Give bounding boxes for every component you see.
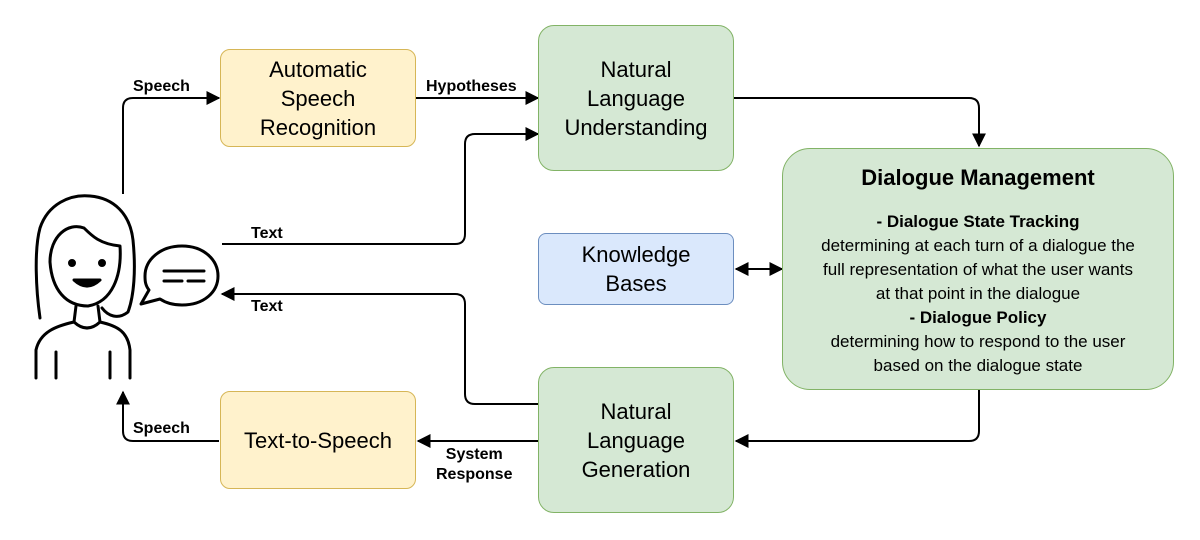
dialogue-management-title: Dialogue Management [861, 165, 1095, 190]
nlu-box: Natural Language Understanding [538, 25, 734, 171]
woman-user-icon [34, 194, 136, 380]
knowledge-bases-box: Knowledge Bases [538, 233, 734, 305]
knowledge-bases-label: Knowledge Bases [581, 242, 691, 296]
tts-label: Text-to-Speech [244, 427, 392, 453]
edge-user-to-asr [122, 91, 221, 194]
asr-label: Automatic Speech Recognition [259, 56, 377, 140]
edge-nlu-to-dm [734, 97, 986, 148]
state-tracking-heading: - Dialogue State Tracking [876, 212, 1080, 231]
edge-label-speech-in: Speech [133, 78, 190, 95]
policy-line: determining how to respond to the user [830, 332, 1126, 351]
dialogue-management-box: Dialogue Management - Dialogue State Tra… [782, 148, 1174, 390]
edge-label-speech-out: Speech [133, 420, 190, 437]
policy-heading: - Dialogue Policy [909, 308, 1047, 327]
edge-label-hypotheses: Hypotheses [426, 78, 517, 95]
edge-label-text-in: Text [251, 225, 283, 242]
edge-nlg-to-user-text [220, 287, 538, 405]
edges [116, 91, 986, 448]
state-tracking-line: full representation of what the user wan… [823, 260, 1133, 279]
edge-text-to-nlu [222, 127, 540, 245]
edge-dm-to-nlg [734, 390, 980, 448]
state-tracking-line: determining at each turn of a dialogue t… [821, 236, 1135, 255]
nlu-label: Natural Language Understanding [564, 56, 708, 140]
nlg-label: Natural Language Generation [581, 398, 691, 482]
speech-bubble-icon [139, 244, 220, 307]
state-tracking-line: at that point in the dialogue [875, 284, 1081, 303]
policy-line: based on the dialogue state [873, 356, 1083, 375]
nlg-box: Natural Language Generation [538, 367, 734, 513]
edge-tts-to-user [116, 390, 219, 442]
edge-label-text-out: Text [251, 298, 283, 315]
tts-box: Text-to-Speech [220, 391, 416, 489]
edge-label-system-response: System Response [436, 446, 513, 483]
asr-box: Automatic Speech Recognition [220, 49, 416, 147]
